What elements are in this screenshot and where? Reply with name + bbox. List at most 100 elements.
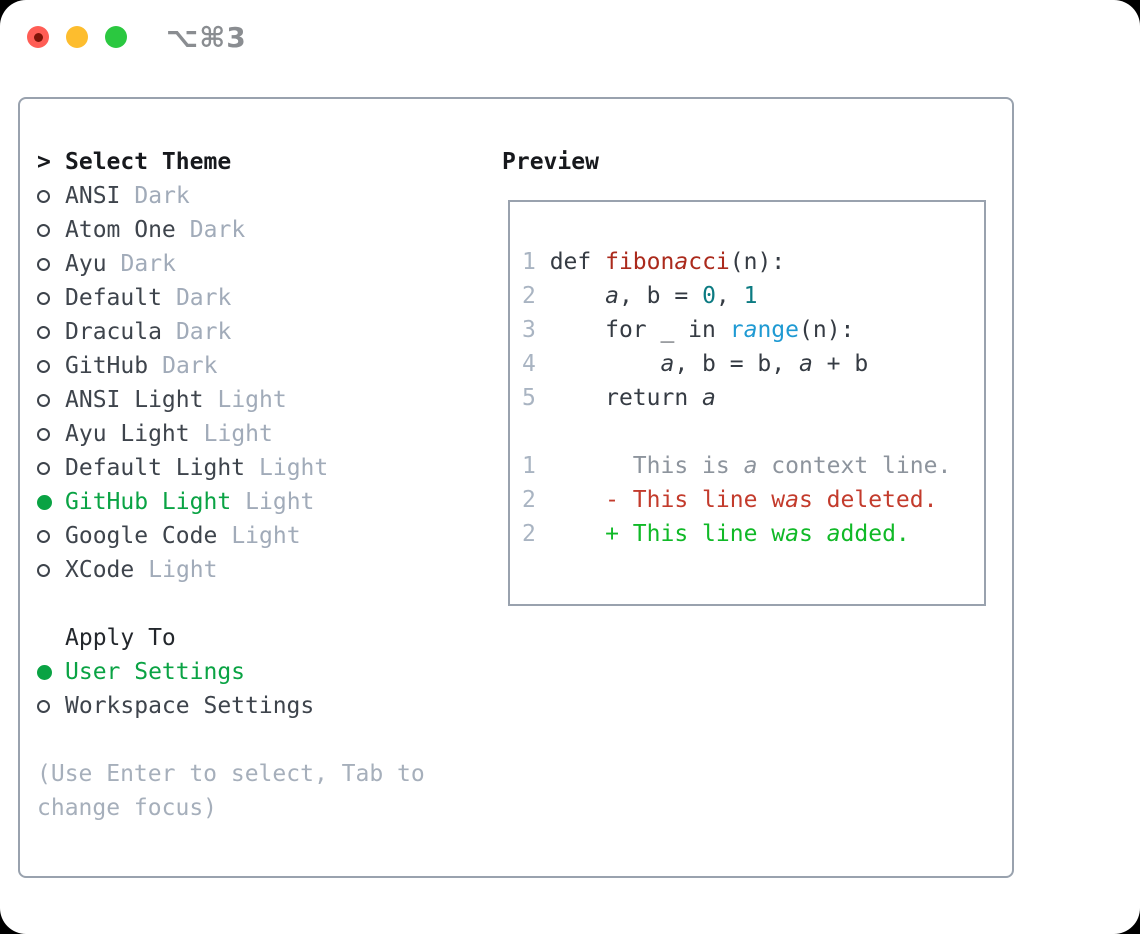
radio-icon xyxy=(37,427,65,441)
line-number: 5 xyxy=(522,385,536,411)
spacer xyxy=(37,587,425,621)
theme-name: Dracula xyxy=(65,319,162,345)
code-line: 1 This is a context line. xyxy=(522,449,984,483)
theme-variant: Dark xyxy=(189,217,246,243)
theme-option[interactable]: Atom One Dark xyxy=(37,213,425,247)
line-number: 2 xyxy=(522,487,536,513)
apply-option[interactable]: User Settings xyxy=(37,655,425,689)
code-token: (n): xyxy=(729,249,786,275)
help-text-line-2: change focus) xyxy=(37,795,218,821)
spacer xyxy=(37,723,425,757)
theme-variant: Dark xyxy=(175,285,232,311)
radio-dot xyxy=(37,325,50,339)
radio-icon xyxy=(37,257,65,271)
radio-dot xyxy=(37,427,50,441)
code-token: range xyxy=(729,317,799,343)
theme-name: GitHub Light xyxy=(65,489,232,515)
theme-option[interactable]: XCode Light xyxy=(37,553,425,587)
theme-option[interactable]: Google Code Light xyxy=(37,519,425,553)
code-line: 2 + This line was added. xyxy=(522,517,984,551)
code-token: (n): xyxy=(799,317,855,343)
code-line: 1 def fibonacci(n): xyxy=(522,245,984,279)
preview-title: Preview xyxy=(502,149,599,175)
apply-option-label: User Settings xyxy=(65,659,246,685)
close-button[interactable] xyxy=(27,26,49,48)
code-token: a, b = b, a + b xyxy=(660,351,869,377)
code-line xyxy=(522,415,984,449)
apply-to-header: Apply To xyxy=(37,621,425,655)
code-token: for _ in xyxy=(535,317,730,343)
window-title-shortcut: ⌥⌘3 xyxy=(166,21,247,54)
theme-variant: Light xyxy=(148,557,218,583)
code-token: + This line was added. xyxy=(535,521,910,547)
minimize-button[interactable] xyxy=(66,26,88,48)
line-number: 3 xyxy=(522,317,536,343)
code-token: fibonacci xyxy=(605,249,730,275)
zoom-button[interactable] xyxy=(105,26,127,48)
apply-option-label: Workspace Settings xyxy=(65,693,315,719)
theme-variant: Light xyxy=(231,523,301,549)
theme-variant: Light xyxy=(259,455,329,481)
theme-name: Atom One xyxy=(65,217,176,243)
theme-variant: Dark xyxy=(175,319,232,345)
radio-dot xyxy=(37,664,52,680)
apply-to-title: Apply To xyxy=(65,625,176,651)
code-token: 1 xyxy=(743,283,758,309)
code-line: 5 return a xyxy=(522,381,984,415)
help-text: (Use Enter to select, Tab to change focu… xyxy=(37,757,425,825)
radio-dot xyxy=(37,529,50,543)
window-controls xyxy=(27,26,127,48)
radio-selected-icon xyxy=(37,664,65,680)
code-token: - This line was deleted. xyxy=(535,487,938,513)
code-line: 2 - This line was deleted. xyxy=(522,483,984,517)
theme-name: ANSI Light xyxy=(65,387,204,413)
theme-name: Default xyxy=(65,285,162,311)
theme-option[interactable]: Default Light Light xyxy=(37,451,425,485)
theme-option[interactable]: Dracula Dark xyxy=(37,315,425,349)
radio-icon xyxy=(37,325,65,339)
code-line: 3 for _ in range(n): xyxy=(522,313,984,347)
select-theme-header: >Select Theme xyxy=(37,145,425,179)
theme-name: GitHub xyxy=(65,353,149,379)
theme-variant: Dark xyxy=(134,183,190,209)
radio-dot xyxy=(37,223,50,237)
line-number: 1 xyxy=(522,249,536,275)
theme-variant: Dark xyxy=(120,251,176,277)
radio-icon xyxy=(37,189,65,203)
radio-dot xyxy=(37,461,50,475)
theme-variant: Light xyxy=(203,421,273,447)
radio-dot xyxy=(37,359,50,373)
theme-option[interactable]: ANSI Dark xyxy=(37,179,425,213)
apply-option[interactable]: Workspace Settings xyxy=(37,689,425,723)
theme-option[interactable]: Default Dark xyxy=(37,281,425,315)
code-token: , xyxy=(715,283,744,309)
close-dot-icon xyxy=(33,32,43,42)
code-token: This is a context line. xyxy=(535,453,952,479)
theme-name: Ayu xyxy=(65,251,107,277)
theme-name: Google Code xyxy=(65,523,218,549)
theme-name: ANSI xyxy=(65,183,121,209)
radio-icon xyxy=(37,393,65,407)
code-line: 2 a, b = 0, 1 xyxy=(522,279,984,313)
code-token: 0 xyxy=(702,283,716,309)
theme-option[interactable]: Ayu Dark xyxy=(37,247,425,281)
code-line: 4 a, b = b, a + b xyxy=(522,347,984,381)
radio-icon xyxy=(37,529,65,543)
line-number: 4 xyxy=(522,351,536,377)
radio-icon xyxy=(37,291,65,305)
radio-dot xyxy=(37,393,50,407)
select-theme-title: Select Theme xyxy=(65,149,232,175)
radio-dot xyxy=(37,494,52,510)
theme-name: Default Light xyxy=(65,455,246,481)
radio-icon xyxy=(37,359,65,373)
theme-name: XCode xyxy=(65,557,135,583)
radio-dot xyxy=(37,699,50,713)
code-token: a, b = xyxy=(605,283,703,309)
